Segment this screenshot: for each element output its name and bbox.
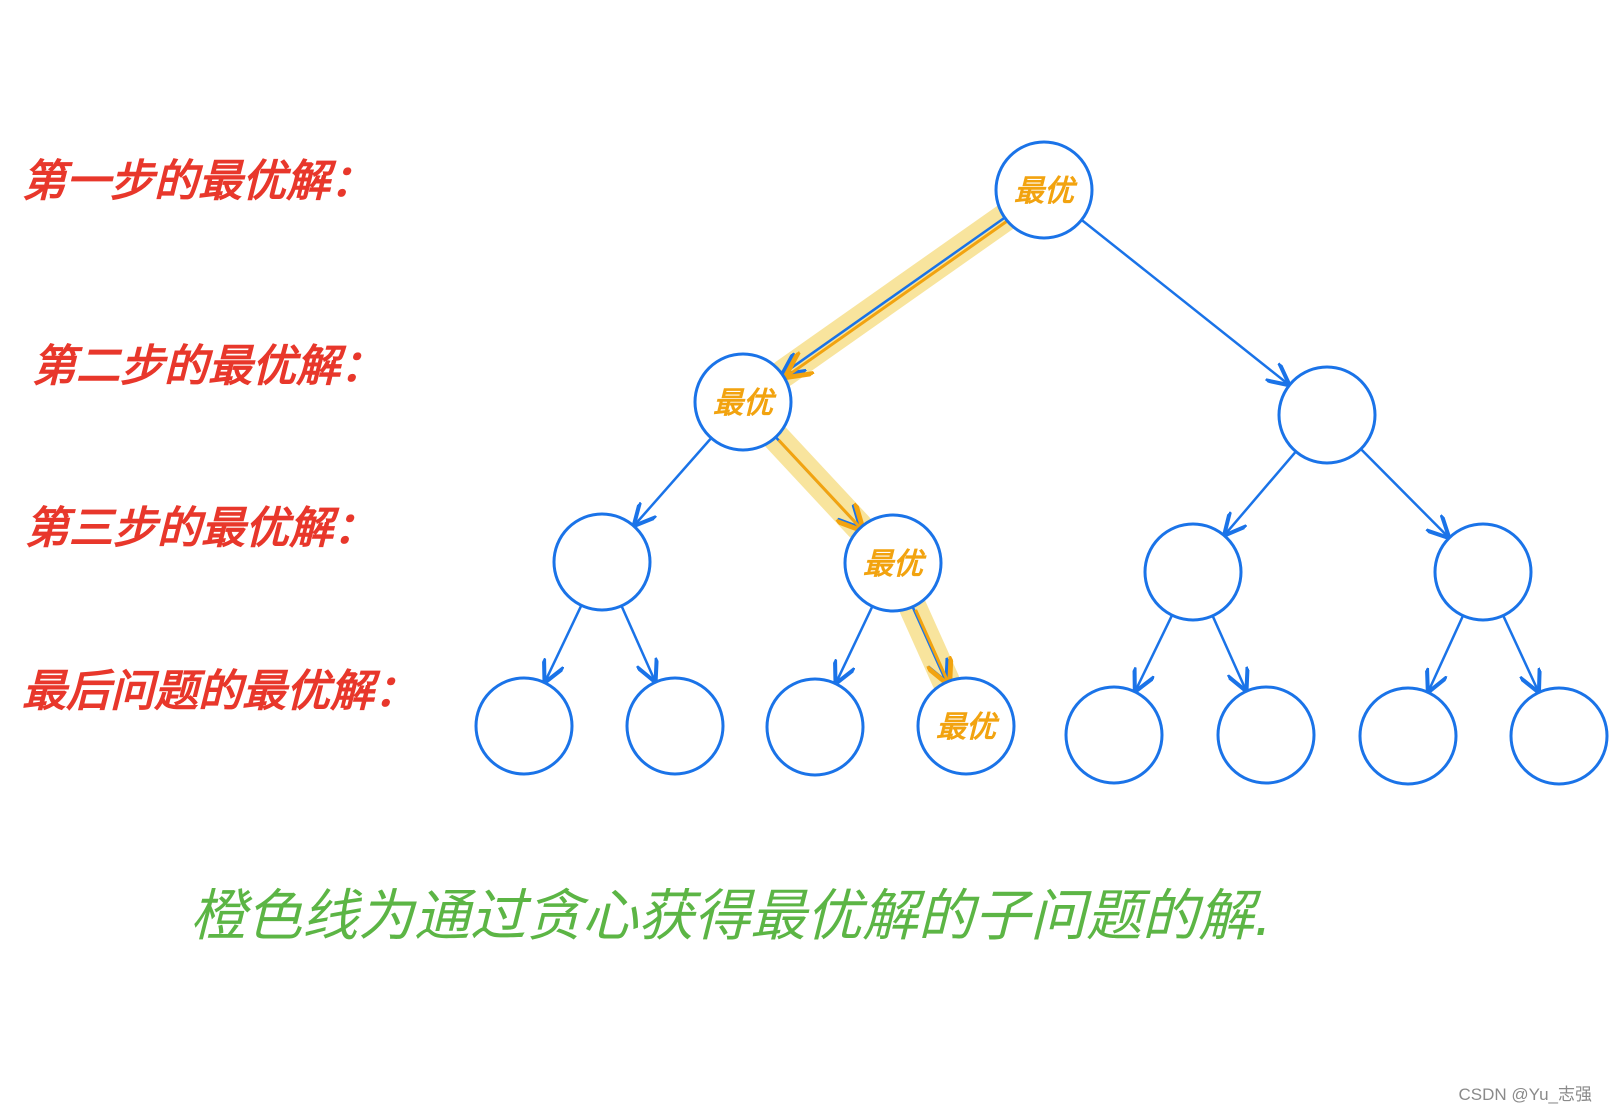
best-node-label: 最优 [713,386,777,421]
best-path-arrow-1 [787,219,1009,377]
edge-3-8 [620,605,655,680]
caption: 橙色线为通过贪心获得最优解的子问题的解. [190,884,1272,949]
best-node-label: 最优 [863,547,927,582]
edge-2-5 [1225,450,1297,534]
tree-node-14 [1509,686,1609,786]
tree-node-12 [1216,685,1316,785]
edge-2-6 [1359,448,1448,536]
best-node-label: 最优 [936,710,1000,745]
tree-node-5 [1143,522,1243,622]
edge-5-12 [1211,615,1246,690]
watermark: CSDN @Yu_志强 [1459,1085,1592,1104]
edge-6-14 [1502,615,1538,691]
edge-6-13 [1429,615,1465,691]
best-node-label: 最优 [1014,174,1078,209]
edge-1-3 [635,437,713,524]
best-path [777,219,1009,684]
tree-node-4 [843,513,943,613]
tree-edges [545,216,1538,691]
best-path-arrow-3 [914,609,949,684]
tree-node-3 [552,512,652,612]
tree-node-0 [994,140,1094,240]
tree-node-9 [765,677,865,777]
tree-node-7 [474,676,574,776]
tree-node-1 [693,352,793,452]
best-path-arrow-2 [777,439,862,529]
final-step-label: 最后问题的最优解： [22,666,418,717]
tree-node-8 [625,676,725,776]
tree-node-6 [1433,522,1533,622]
edge-0-1 [784,216,1006,374]
step-3-label: 第三步的最优解： [25,503,377,554]
tree-node-10 [916,676,1016,776]
step-1-label: 第一步的最优解： [22,156,374,207]
tree-node-2 [1277,365,1377,465]
edge-5-11 [1136,614,1174,690]
tree-node-13 [1358,686,1458,786]
tree-node-11 [1064,685,1164,785]
edge-3-7 [545,604,583,680]
edge-4-9 [836,605,874,681]
edge-0-2 [1080,218,1288,384]
step-2-label: 第二步的最优解： [32,341,384,392]
